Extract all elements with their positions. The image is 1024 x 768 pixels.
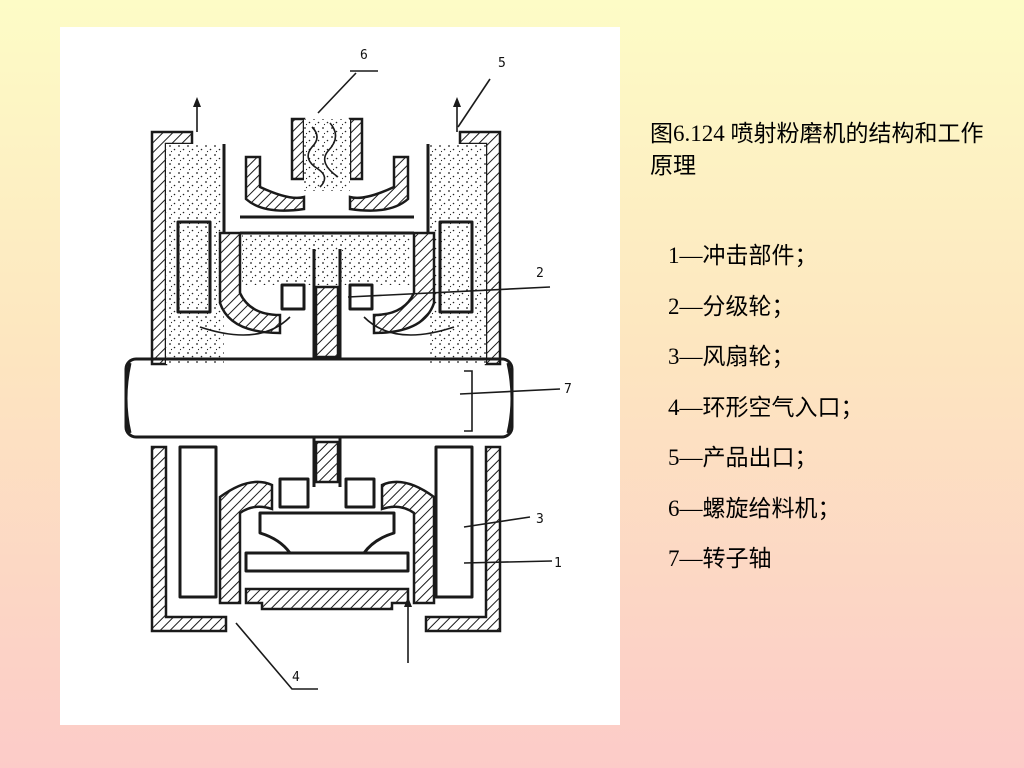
flow-arrows-upper (193, 97, 461, 336)
flow-arrows-lower (404, 597, 412, 663)
figure-panel: 6 5 2 7 3 1 4 (60, 27, 620, 725)
label-5: 5 (498, 56, 506, 71)
label-2: 2 (536, 266, 544, 281)
label-3: 3 (536, 512, 544, 527)
legend-item: 1—冲击部件； (668, 243, 818, 268)
legend-item: 4—环形空气入口； (668, 394, 864, 420)
legend-list: 1—冲击部件； 2—分级轮； 3—风扇轮； 4—环形空气入口； 5—产品出口； … (668, 240, 864, 594)
rotor-shaft (124, 357, 514, 439)
lower-housing (150, 437, 502, 633)
legend-item: 6—螺旋给料机； (668, 495, 841, 521)
legend-item: 7—转子轴 (668, 546, 772, 571)
figure-caption: 图6.124 喷射粉磨机的结构和工作原理 (650, 121, 984, 178)
label-4: 4 (292, 670, 300, 685)
label-1: 1 (554, 556, 562, 571)
legend-item: 5—产品出口； (668, 445, 818, 470)
label-6: 6 (360, 48, 368, 63)
legend-item: 2—分级轮； (668, 293, 795, 319)
jet-mill-diagram: 6 5 2 7 3 1 4 (124, 48, 572, 690)
label-7: 7 (564, 382, 572, 397)
legend-item: 3—风扇轮； (668, 344, 795, 369)
screw-feeder (244, 117, 410, 212)
classifier-wheel (218, 215, 436, 359)
leader-lines (235, 70, 561, 690)
